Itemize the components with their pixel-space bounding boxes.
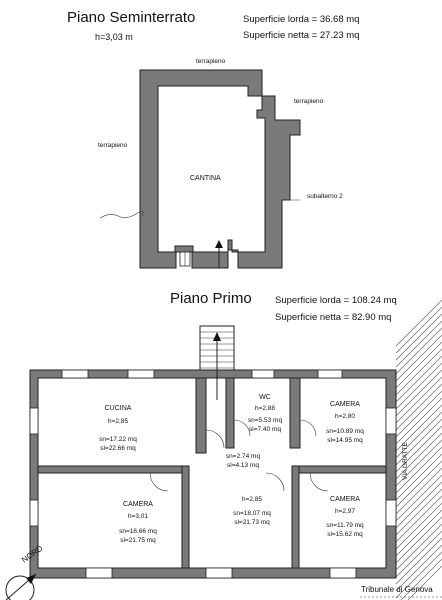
basement-gross-area: Superficie lorda = 36.68 mq (243, 14, 359, 25)
fill-right-label: terrapieno (294, 98, 324, 105)
room-wc-gross: sl=7.40 mq (249, 426, 281, 433)
fill-left-label: terrapieno (98, 142, 128, 149)
room-wc-name: WC (259, 394, 271, 401)
cellar-label: CANTINA (190, 175, 221, 182)
first-floor-gross-area: Superficie lorda = 108.24 mq (275, 295, 397, 306)
stair-arrow-icon (213, 332, 221, 341)
room-bedroom-se-net: sn=11.79 mq (326, 522, 364, 529)
room-kitchen-height: h=2,85 (108, 418, 128, 425)
court-stamp: Tribunale di Genova (361, 585, 433, 594)
ground-line (99, 211, 144, 219)
room-bedroom-se-gross: sl=15.62 mq (327, 531, 363, 538)
entrance-arrow-icon (215, 240, 223, 248)
room-wc-height: h=2,88 (255, 405, 275, 412)
first-floor-partitions (37, 377, 387, 569)
room-bedroom-ne-gross: sl=14.95 mq (327, 437, 363, 444)
basement-plan: terrapieno terrapieno terrapieno CANTINA… (98, 58, 343, 269)
room-bedroom-ne-height: h=2,80 (335, 413, 355, 420)
first-floor-title: Piano Primo (170, 290, 252, 307)
room-kitchen-net: sn=17.22 mq (99, 436, 137, 443)
room-labels: CUCINA h=2,85 sn=17.22 mq sl=22.66 mq WC… (99, 394, 364, 544)
room-living-net: sn=18.07 mq (233, 510, 271, 517)
basement-net-area: Superficie netta = 27.23 mq (243, 30, 359, 41)
room-hall-gross: sl=4.13 mq (227, 462, 259, 469)
room-bedroom-se-height: h=2,97 (335, 508, 355, 515)
room-bedroom-sw-gross: sl=21.75 mq (120, 537, 156, 544)
room-bedroom-sw-height: h=3,01 (128, 513, 148, 520)
room-bedroom-ne-name: CAMERA (330, 401, 360, 408)
room-kitchen-name: CUCINA (105, 405, 132, 412)
room-hall-net: sn=2.74 mq (226, 453, 261, 460)
neighbor-label: subalterno 2 (307, 193, 343, 200)
room-living-gross: sl=21.73 mq (234, 519, 270, 526)
first-floor-net-area: Superficie netta = 82.90 mq (275, 312, 391, 323)
room-bedroom-sw-net: sn=16.66 mq (119, 528, 157, 535)
basement-title: Piano Seminterrato (67, 9, 195, 26)
fill-top-label: terrapieno (196, 58, 226, 65)
north-circle (5, 575, 35, 600)
room-bedroom-se-name: CAMERA (330, 496, 360, 503)
room-kitchen-gross: sl=22.66 mq (100, 445, 136, 452)
street-label: VIA GRATTE (402, 442, 409, 480)
first-floor-windows (29, 369, 397, 579)
basement-height: h=3,03 m (95, 32, 133, 42)
first-floor-doors (149, 419, 329, 492)
room-wc-net: sn=5.53 mq (248, 417, 283, 424)
room-bedroom-ne-net: sn=10.89 mq (326, 428, 364, 435)
basement-walls (139, 69, 301, 269)
north-arrow-icon (26, 574, 36, 584)
room-bedroom-sw-name: CAMERA (123, 501, 153, 508)
adjacent-building-hatch (395, 299, 442, 600)
entrance-stair (199, 325, 235, 400)
first-floor-plan: CUCINA h=2,85 sn=17.22 mq sl=22.66 mq WC… (29, 299, 442, 600)
room-living-height: h=2,85 (242, 496, 262, 503)
